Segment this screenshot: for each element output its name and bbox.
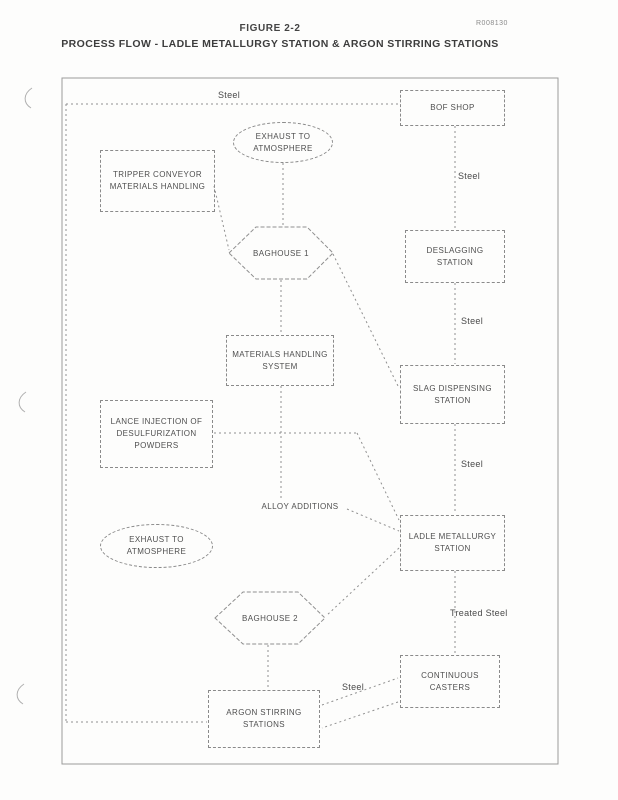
node-slag-dispensing-station: SLAG DISPENSING STATION — [400, 365, 505, 424]
document-number: R008130 — [476, 20, 508, 27]
scan-artifact-curl — [18, 391, 27, 413]
node-ladle-metallurgy-station: LADLE METALLURGY STATION — [400, 515, 505, 571]
diagram-border — [61, 77, 559, 765]
flow-label-steel-slag-to-ladle: Steel — [461, 459, 484, 469]
node-baghouse-1: BAGHOUSE 1 — [252, 248, 309, 258]
scan-artifact-curl — [16, 683, 25, 705]
flow-label-steel-top: Steel — [218, 90, 241, 100]
node-tripper-conveyor-materials-handling: TRIPPER CONVEYOR MATERIALS HANDLING — [100, 150, 215, 212]
node-continuous-casters: CONTINUOUS CASTERS — [400, 655, 500, 708]
node-lance-injection-desulfurization-powders: LANCE INJECTION OF DESULFURIZATION POWDE… — [100, 400, 213, 468]
flow-label-steel-argon-to-casters: Steel — [342, 682, 365, 692]
scan-artifact-curl — [24, 87, 33, 109]
flow-label-treated-steel: Treated Steel — [450, 608, 508, 618]
flow-label-steel-deslagging-to-slag: Steel — [461, 316, 484, 326]
figure-label: FIGURE 2-2 — [239, 23, 301, 34]
page-title: PROCESS FLOW - LADLE METALLURGY STATION … — [61, 38, 499, 50]
node-alloy-additions: ALLOY ADDITIONS — [261, 502, 339, 511]
baghouse-2-hexagon — [214, 591, 326, 645]
node-bof-shop: BOF SHOP — [400, 90, 505, 126]
node-deslagging-station: DESLAGGING STATION — [405, 230, 505, 283]
baghouse-1-hexagon — [228, 226, 334, 280]
node-exhaust-to-atmosphere-left: EXHAUST TO ATMOSPHERE — [100, 524, 213, 568]
flow-label-steel-bof-to-deslagging: Steel — [458, 171, 481, 181]
node-baghouse-2: BAGHOUSE 2 — [241, 613, 298, 623]
node-exhaust-to-atmosphere-top: EXHAUST TO ATMOSPHERE — [233, 122, 333, 163]
node-materials-handling-system: MATERIALS HANDLING SYSTEM — [226, 335, 334, 386]
node-argon-stirring-stations: ARGON STIRRING STATIONS — [208, 690, 320, 748]
